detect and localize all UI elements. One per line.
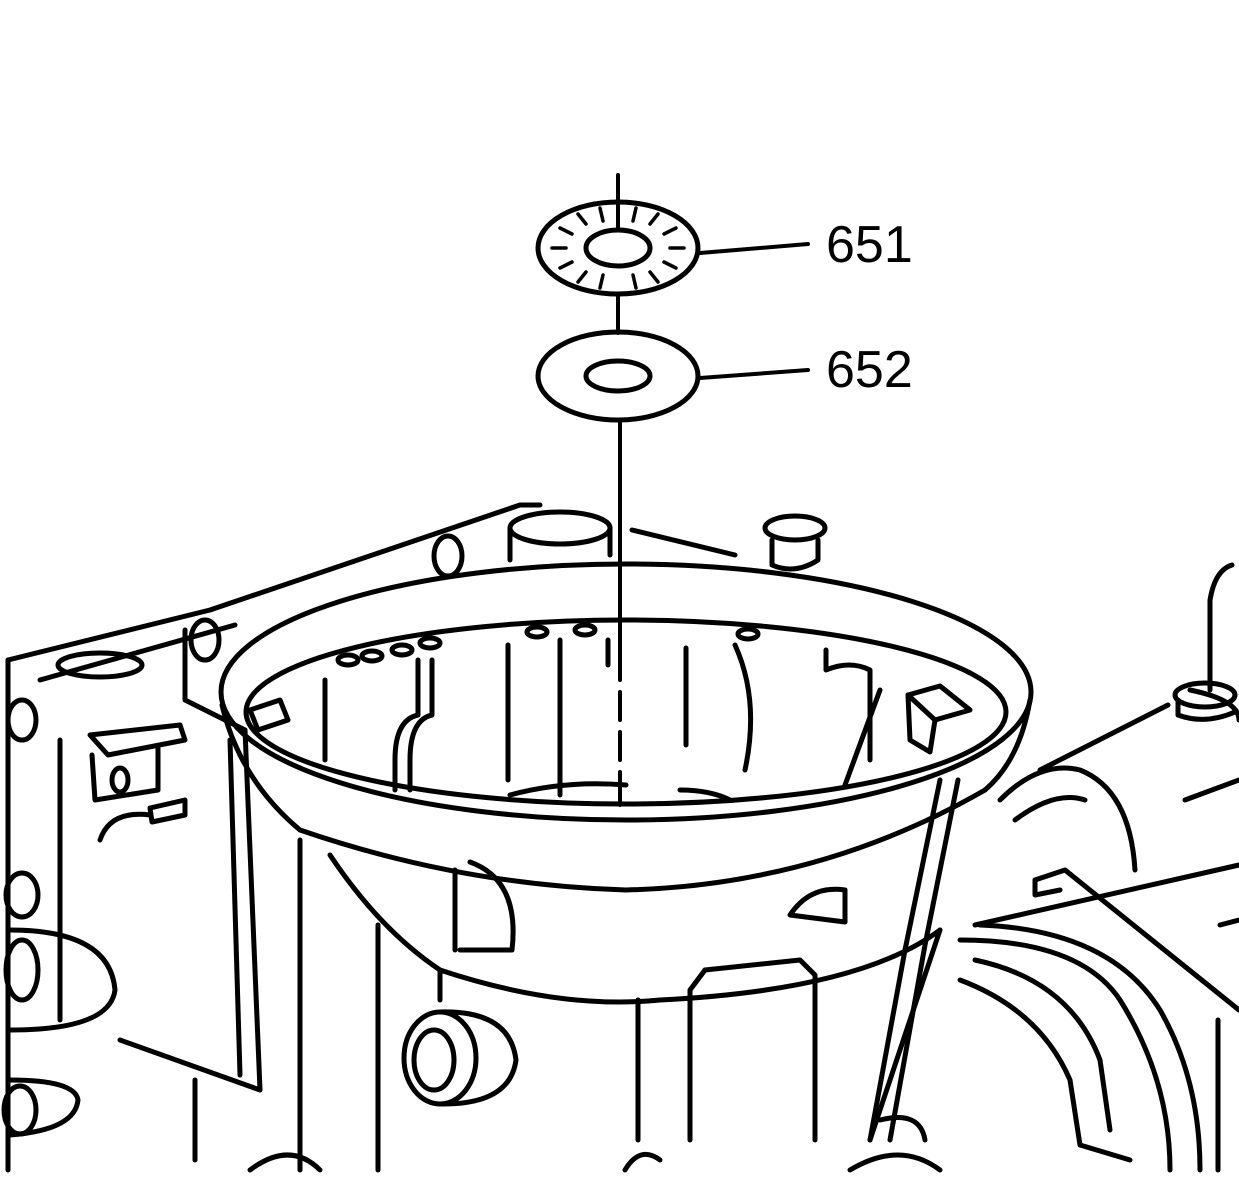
leader-lines (698, 242, 810, 380)
transmission-case (1, 502, 1239, 1173)
thrust-bearing-651 (535, 199, 701, 297)
leader-652 (698, 368, 810, 380)
bearing-rollers (550, 206, 686, 290)
assembly-centerline (616, 173, 622, 807)
callout-651: 651 (826, 216, 913, 274)
thrust-washer-652 (535, 329, 701, 423)
leader-651 (698, 242, 810, 255)
callout-652: 652 (826, 341, 913, 399)
